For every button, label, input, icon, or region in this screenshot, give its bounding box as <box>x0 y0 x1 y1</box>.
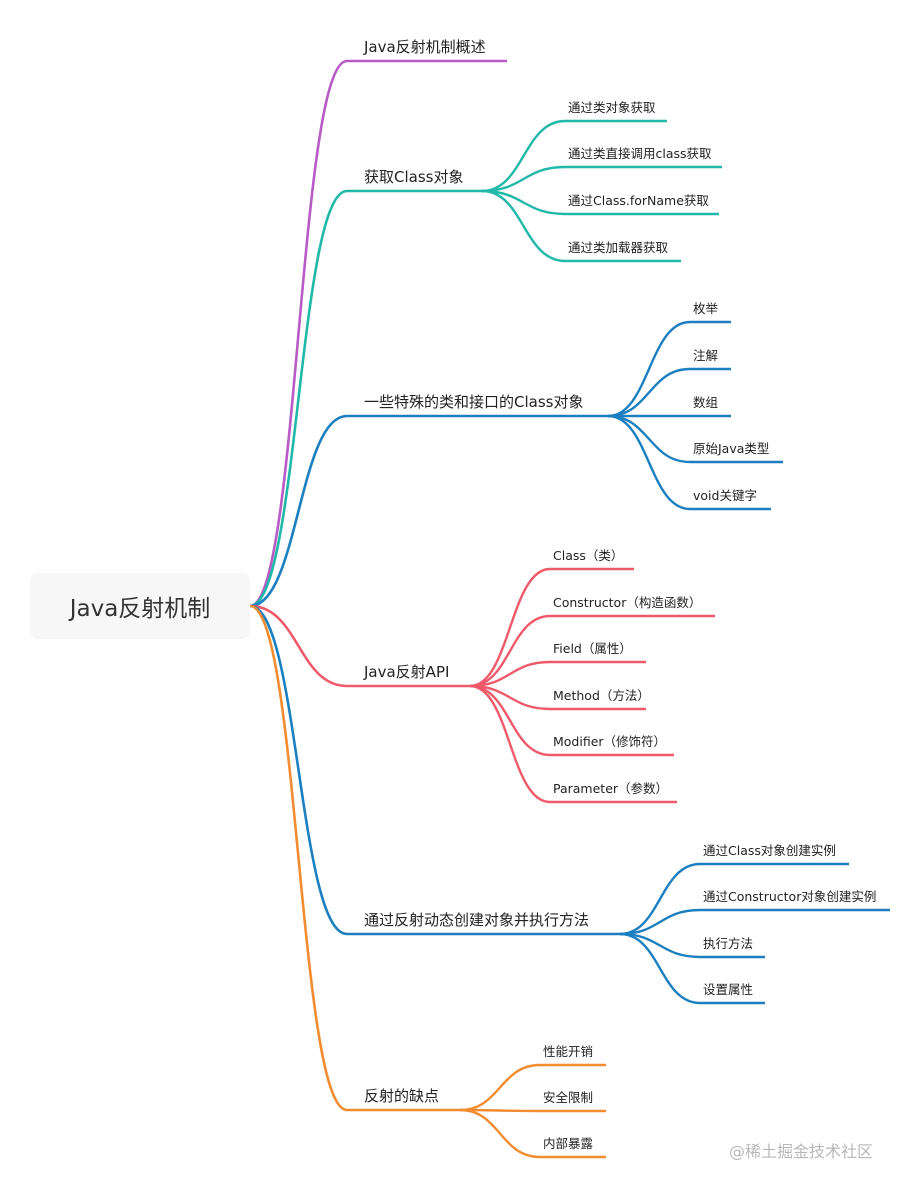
leaf-label[interactable]: 通过Constructor对象创建实例 <box>703 889 876 904</box>
leaf-label[interactable]: 通过Class.forName获取 <box>568 193 709 208</box>
leaf-label[interactable]: 安全限制 <box>543 1090 593 1105</box>
leaf-connector <box>481 189 566 216</box>
branch-connector <box>249 59 348 608</box>
leaf-label[interactable]: 通过Class对象创建实例 <box>703 843 836 858</box>
branch-label[interactable]: 通过反射动态创建对象并执行方法 <box>364 911 589 929</box>
branch-label[interactable]: 反射的缺点 <box>364 1087 439 1105</box>
leaf-label[interactable]: Class（类） <box>553 548 623 563</box>
leaf-connector <box>481 189 566 263</box>
leaf-label[interactable]: Modifier（修饰符） <box>553 734 666 749</box>
branch-connector <box>249 604 348 936</box>
leaf-connector <box>481 119 566 193</box>
leaf-label[interactable]: 通过类直接调用class获取 <box>568 146 712 161</box>
branch-label[interactable]: 一些特殊的类和接口的Class对象 <box>364 393 583 411</box>
leaf-label[interactable]: 性能开销 <box>543 1044 593 1059</box>
leaf-connector <box>481 165 566 193</box>
leaf-label[interactable]: 设置属性 <box>703 982 753 997</box>
branch-label[interactable]: 获取Class对象 <box>364 168 463 186</box>
branch-connector <box>249 604 348 1112</box>
watermark: @稀土掘金技术社区 <box>729 1142 874 1161</box>
branch-connector <box>249 414 348 608</box>
leaf-connector <box>607 367 691 418</box>
leaf-label[interactable]: 原始Java类型 <box>693 441 769 456</box>
leaf-connector <box>469 614 551 688</box>
leaf-connector <box>459 1108 541 1159</box>
branch-label[interactable]: Java反射API <box>363 663 449 681</box>
leaf-connector <box>459 1063 541 1112</box>
leaf-label[interactable]: 通过类对象获取 <box>568 100 656 115</box>
leaf-label[interactable]: Parameter（参数） <box>553 781 668 796</box>
branch-connector <box>249 189 348 608</box>
leaf-label[interactable]: Method（方法） <box>553 688 650 703</box>
leaf-connector <box>607 414 691 511</box>
branch-connector <box>249 604 348 688</box>
leaf-connector <box>469 684 551 804</box>
leaf-connector <box>469 567 551 688</box>
leaf-label[interactable]: Field（属性） <box>553 641 632 656</box>
leaf-connector <box>619 862 701 936</box>
leaf-label[interactable]: 数组 <box>693 395 718 410</box>
leaf-connector <box>469 660 551 688</box>
leaf-label[interactable]: 执行方法 <box>703 936 753 951</box>
leaf-connector <box>619 932 701 959</box>
branch-label[interactable]: Java反射机制概述 <box>363 38 486 56</box>
leaf-label[interactable]: void关键字 <box>693 488 757 503</box>
leaf-connector <box>607 320 691 418</box>
leaf-label[interactable]: Constructor（构造函数） <box>553 595 701 610</box>
leaf-connector <box>619 932 701 1005</box>
leaf-label[interactable]: 内部暴露 <box>543 1136 594 1151</box>
leaf-connector <box>469 684 551 711</box>
root-node[interactable]: Java反射机制 <box>30 573 250 639</box>
leaf-label[interactable]: 注解 <box>693 348 718 363</box>
leaf-connector <box>607 414 691 464</box>
root-node-label: Java反射机制 <box>69 596 211 622</box>
leaf-label[interactable]: 枚举 <box>693 301 719 316</box>
leaf-connector <box>619 908 701 936</box>
leaf-label[interactable]: 通过类加载器获取 <box>568 240 669 255</box>
